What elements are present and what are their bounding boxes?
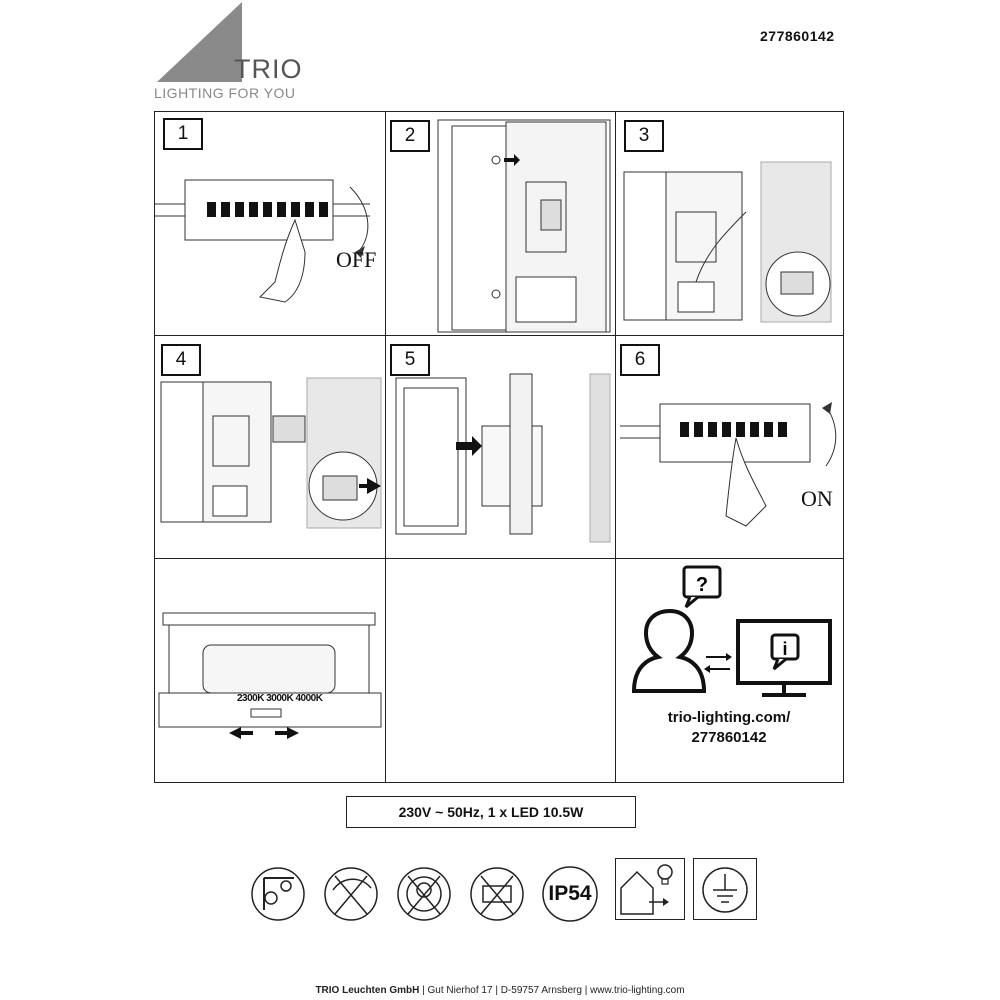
- breaker-on-illustration: [620, 402, 837, 527]
- grid-divider: [385, 112, 386, 782]
- article-number: 277860142: [760, 28, 835, 44]
- footer-address1: Gut Nierhof 17: [427, 985, 493, 996]
- step-number: 4: [161, 344, 201, 376]
- no-cover-insulation-icon: [470, 867, 524, 921]
- wiring-connection-illustration: [623, 161, 832, 323]
- cct-2300k: 2300K: [237, 693, 264, 704]
- step-number: 6: [620, 344, 660, 376]
- ip-rating: IP54: [548, 882, 592, 905]
- footer-sep: |: [584, 985, 591, 996]
- grid-divider: [155, 335, 843, 336]
- brand-tagline: LIGHTING FOR YOU: [154, 85, 296, 101]
- footer: TRIO Leuchten GmbH | Gut Nierhof 17 | D-…: [0, 985, 1000, 996]
- exchange-arrows-icon: [704, 653, 732, 673]
- ip54-icon: IP54: [540, 858, 600, 924]
- svg-text:?: ?: [696, 574, 708, 596]
- cct-4000k: 4000K: [295, 693, 323, 704]
- step-number: 3: [624, 120, 664, 152]
- grid-divider: [615, 112, 616, 782]
- monitor-info-icon: i: [736, 619, 832, 697]
- footer-sep: |: [495, 985, 501, 996]
- user-question-icon: ?: [631, 565, 722, 693]
- on-label: ON: [801, 486, 833, 511]
- brand-name: TRIO: [234, 54, 303, 84]
- breaker-off-illustration: [155, 179, 370, 303]
- step-6-panel: 6 ON: [616, 336, 845, 558]
- min-distance-icon: [251, 867, 305, 921]
- product-url-line2: 277860142: [691, 729, 767, 746]
- step-2-panel: 2: [386, 112, 615, 335]
- off-label: OFF: [336, 247, 377, 272]
- cct-labels: 2300K 3000K 4000K: [237, 693, 323, 704]
- trio-logo-triangle: [157, 2, 242, 82]
- step-number: 5: [390, 344, 430, 376]
- led-replaceable-icon: [397, 867, 451, 921]
- step-number: 1: [163, 118, 203, 150]
- instruction-grid: 1 OFF 2 3: [154, 111, 844, 783]
- cct-switch-panel: 2300K 3000K 4000K: [155, 559, 385, 783]
- cct-switch-illustration: [158, 612, 382, 739]
- step-3-panel: 3: [616, 112, 845, 335]
- mounting-plate-illustration: [437, 119, 611, 333]
- svg-text:i: i: [782, 639, 787, 659]
- grid-divider: [155, 558, 843, 559]
- no-dimmer-icon: [324, 867, 378, 921]
- product-url-line1: trio-lighting.com/: [667, 709, 791, 726]
- indoor-outdoor-icon: [615, 858, 685, 920]
- product-url[interactable]: trio-lighting.com/ 277860142: [615, 708, 843, 748]
- cct-3000k: 3000K: [266, 693, 294, 704]
- footer-address2: D-59757 Arnsberg: [500, 985, 582, 996]
- step-1-panel: 1 OFF: [155, 112, 385, 335]
- footer-sep: |: [422, 985, 428, 996]
- step-number: 2: [390, 120, 430, 152]
- step-4-panel: 4: [155, 336, 385, 558]
- info-panel: ? i: [616, 559, 845, 783]
- help-info-illustration: ? i: [631, 565, 832, 697]
- connector-mounting-illustration: [160, 377, 382, 529]
- mount-luminaire-illustration: [395, 373, 611, 543]
- footer-company: TRIO Leuchten GmbH: [315, 985, 420, 996]
- footer-web[interactable]: www.trio-lighting.com: [590, 985, 685, 996]
- electrical-spec: 230V ~ 50Hz, 1 x LED 10.5W: [346, 796, 636, 828]
- protective-earth-icon: [693, 858, 757, 920]
- step-5-panel: 5: [386, 336, 615, 558]
- empty-panel: [386, 559, 615, 783]
- ip54-ring: [542, 866, 598, 922]
